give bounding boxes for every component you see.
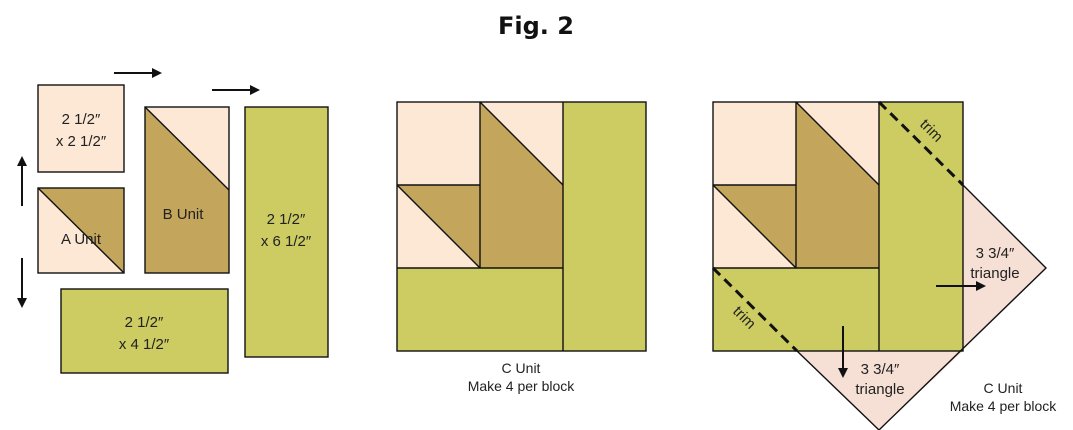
c-unit-make-count: Make 4 per block	[950, 398, 1058, 414]
wide-strip-piece	[60, 288, 229, 374]
trim-line-bottom	[711, 266, 799, 353]
b-unit-label: B Unit	[163, 206, 205, 223]
a-unit-label: A Unit	[61, 231, 102, 248]
side-triangle-label-1: 3 3/4″	[976, 245, 1015, 262]
square-piece-label-1: 2 1/2″	[62, 111, 101, 128]
c-unit-assembled: C Unit Make 4 per block	[396, 101, 647, 394]
trim-line-top	[877, 100, 965, 187]
figure-title: Fig. 2	[498, 12, 574, 40]
wide-strip-label-2: x 4 1/2″	[119, 336, 170, 353]
tall-strip-label-1: 2 1/2″	[267, 211, 306, 228]
c-unit-caption: C Unit	[984, 380, 1023, 396]
a-unit: A Unit	[37, 187, 125, 274]
tall-strip-piece	[244, 106, 329, 358]
loose-pieces: 2 1/2″ x 2 1/2″ A Unit B Unit 2 1/2″ x 6…	[17, 68, 329, 374]
tall-strip-label-2: x 6 1/2″	[261, 233, 312, 250]
c-unit-trimmed: trim trim 3 3/4″ triangle 3 3/4″ triangl…	[711, 100, 1058, 430]
bottom-triangle-label-1: 3 3/4″	[861, 361, 900, 378]
b-unit: B Unit	[144, 106, 230, 274]
square-piece	[37, 84, 125, 173]
square-piece-label-2: x 2 1/2″	[56, 133, 107, 150]
bottom-triangle-label-2: triangle	[855, 381, 904, 398]
c-unit-make-count: Make 4 per block	[468, 378, 576, 394]
side-triangle-label-2: triangle	[970, 265, 1019, 282]
c-unit-caption: C Unit	[502, 360, 541, 376]
wide-strip-label-1: 2 1/2″	[125, 314, 164, 331]
